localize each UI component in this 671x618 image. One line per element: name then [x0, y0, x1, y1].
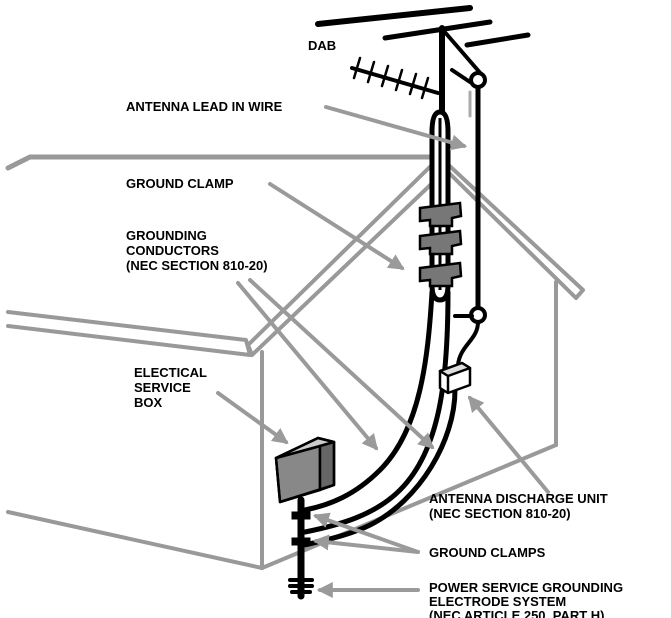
- leader-arrows: [216, 105, 550, 598]
- antenna-crossbar-3: [464, 32, 531, 48]
- mast-clamp-3: [418, 261, 463, 288]
- grounding-conductors: [302, 289, 458, 548]
- label-ground-clamp: GROUND CLAMP: [126, 176, 234, 191]
- label-power-grounding-line-1: POWER SERVICE GROUNDING: [429, 580, 623, 595]
- label-antenna-lead-in-wire: ANTENNA LEAD IN WIRE: [126, 99, 283, 114]
- base-left: [6, 510, 264, 570]
- base-right: [260, 443, 558, 570]
- standoff-top: [469, 71, 487, 89]
- antenna-assembly: [315, 5, 531, 367]
- roof-ridge: [5, 154, 443, 171]
- electrical-service-box: [274, 436, 336, 504]
- label-service-box-line-1: ELECTICAL: [134, 365, 207, 380]
- arrow-ground-clamp: [268, 182, 405, 270]
- label-power-grounding-line-2: ELECTRODE SYSTEM: [429, 594, 566, 609]
- ground-rod-assembly: [288, 496, 314, 600]
- arrow-grounding-conductors-2: [248, 278, 435, 450]
- mast-clamp-2: [418, 229, 463, 256]
- label-service-box-line-3: BOX: [134, 395, 163, 410]
- antenna-boom: [441, 28, 484, 77]
- antenna-crossbar-2: [382, 19, 493, 41]
- arrow-service-box: [216, 391, 289, 444]
- label-ground-clamps: GROUND CLAMPS: [429, 545, 546, 560]
- arrow-ground-clamps-1: [312, 512, 420, 554]
- antenna-discharge-unit: [438, 361, 472, 395]
- label-grounding-conductors-line-3: (NEC SECTION 810-20): [126, 258, 268, 273]
- arrow-discharge-unit: [467, 395, 550, 494]
- discharge-ground-wire: [302, 387, 458, 548]
- mast-ground-clamps: [418, 201, 463, 288]
- arrow-grounding-conductors-1: [236, 281, 379, 451]
- label-discharge-unit-line-1: ANTENNA DISCHARGE UNIT: [429, 491, 608, 506]
- label-grounding-conductors-line-1: GROUNDING: [126, 228, 207, 243]
- label-discharge-unit-line-2: (NEC SECTION 810-20): [429, 506, 571, 521]
- label-grounding-conductors-line-2: CONDUCTORS: [126, 243, 219, 258]
- grounding-conductor-right: [302, 289, 451, 535]
- text-labels: DAB ANTENNA LEAD IN WIRE GROUND CLAMP GR…: [126, 38, 623, 618]
- antenna-crossbar-1: [315, 5, 473, 27]
- ground-rod-clamp-1: [291, 511, 311, 520]
- grounding-conductor-left: [302, 289, 435, 513]
- arrow-antenna-lead-in: [324, 105, 468, 151]
- ground-rod-clamp-2: [291, 537, 311, 546]
- left-eave: [6, 310, 252, 357]
- label-dab: DAB: [308, 38, 336, 53]
- label-service-box-line-2: SERVICE: [134, 380, 191, 395]
- label-power-grounding-line-3: (NEC ARTICLE 250, PART H): [429, 608, 605, 618]
- arrow-ground-clamps-2: [312, 534, 420, 554]
- mast-clamp-1: [418, 201, 463, 228]
- service-box-side: [318, 440, 336, 492]
